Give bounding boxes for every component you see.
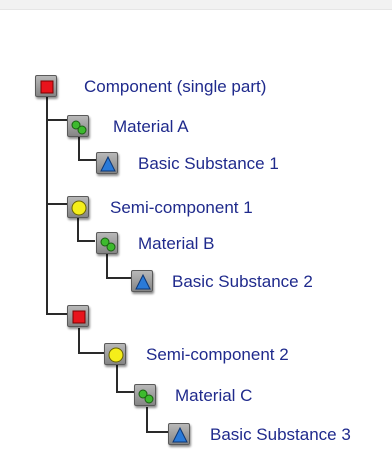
tree-connector xyxy=(106,253,108,279)
tree-connector xyxy=(78,159,96,161)
yellow-circle-icon xyxy=(67,196,89,218)
top-bar xyxy=(0,0,392,10)
tree-connector xyxy=(46,313,70,315)
tree-connector xyxy=(77,218,79,242)
tree-node-label: Basic Substance 2 xyxy=(172,272,313,291)
tree-connector xyxy=(116,391,134,393)
tree-connector xyxy=(77,240,95,242)
tree-connector xyxy=(106,277,132,279)
tree-connector xyxy=(116,365,118,393)
red-square-icon xyxy=(67,305,89,327)
blue-triangle-icon xyxy=(96,152,118,174)
tree-node-label: Semi-component 1 xyxy=(110,198,253,217)
tree-connector xyxy=(78,137,80,161)
tree-node-label: Material C xyxy=(175,386,253,405)
tree-connector xyxy=(146,431,168,433)
tree-node-label: Basic Substance 1 xyxy=(138,154,279,173)
tree-connector xyxy=(78,328,80,354)
tree-node-label: Semi-component 2 xyxy=(146,345,289,364)
blue-triangle-icon xyxy=(131,270,153,292)
tree-connector xyxy=(146,407,148,433)
tree-connector xyxy=(46,203,70,205)
tree-node-label: Material A xyxy=(113,117,189,136)
tree-connector xyxy=(78,352,104,354)
blue-triangle-icon xyxy=(168,423,190,445)
tree-node-label: Basic Substance 3 xyxy=(210,425,351,444)
green-circles-icon xyxy=(67,115,89,137)
tree-node-label: Material B xyxy=(138,234,215,253)
green-circles-icon xyxy=(96,232,118,254)
green-circles-icon xyxy=(134,384,156,406)
tree-connector xyxy=(46,119,70,121)
tree-node-label: Component (single part) xyxy=(84,77,267,96)
red-square-icon xyxy=(35,75,57,97)
tree-connector xyxy=(46,97,48,315)
yellow-circle-icon xyxy=(104,343,126,365)
